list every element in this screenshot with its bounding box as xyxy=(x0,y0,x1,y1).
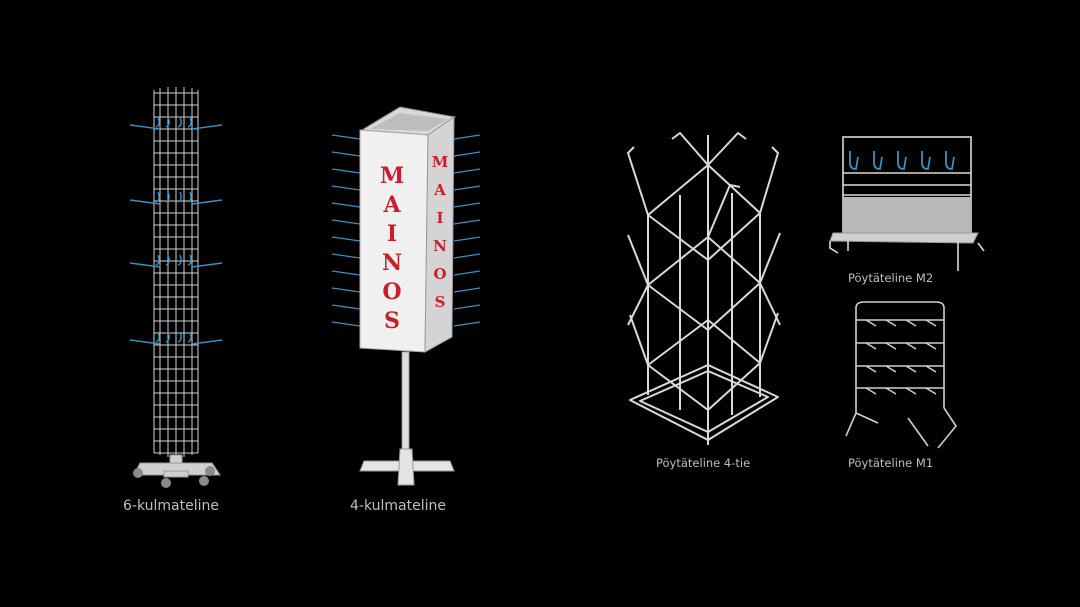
product-poytateline-m2[interactable]: Pöytäteline M2 xyxy=(828,133,988,293)
svg-text:I: I xyxy=(387,221,397,247)
svg-text:A: A xyxy=(433,181,446,199)
product-label: 6-kulmateline xyxy=(123,498,219,514)
m2-table-stand-image xyxy=(829,136,985,271)
svg-text:M: M xyxy=(432,153,449,171)
svg-text:A: A xyxy=(382,192,401,218)
product-poytateline-4-tie[interactable]: Pöytäteline 4-tie xyxy=(620,125,790,475)
svg-text:N: N xyxy=(382,250,402,276)
four-way-table-stand-image xyxy=(627,132,781,445)
svg-text:M: M xyxy=(380,163,404,189)
product-label: 4-kulmateline xyxy=(350,498,446,514)
svg-text:S: S xyxy=(384,308,400,334)
product-label: Pöytäteline 4-tie xyxy=(656,456,751,470)
svg-text:O: O xyxy=(382,279,401,305)
svg-text:N: N xyxy=(433,237,447,255)
product-label: Pöytäteline M1 xyxy=(848,456,934,470)
hexagonal-wire-stand-image xyxy=(129,87,223,488)
svg-text:O: O xyxy=(433,265,446,283)
product-6-kulmateline[interactable]: 6-kulmateline xyxy=(120,85,230,514)
product-label: Pöytäteline M2 xyxy=(848,271,934,285)
m1-table-stand-image xyxy=(845,301,957,449)
product-poytateline-m1[interactable]: Pöytäteline M1 xyxy=(838,298,968,473)
svg-text:S: S xyxy=(435,293,446,311)
svg-text:I: I xyxy=(436,209,443,227)
